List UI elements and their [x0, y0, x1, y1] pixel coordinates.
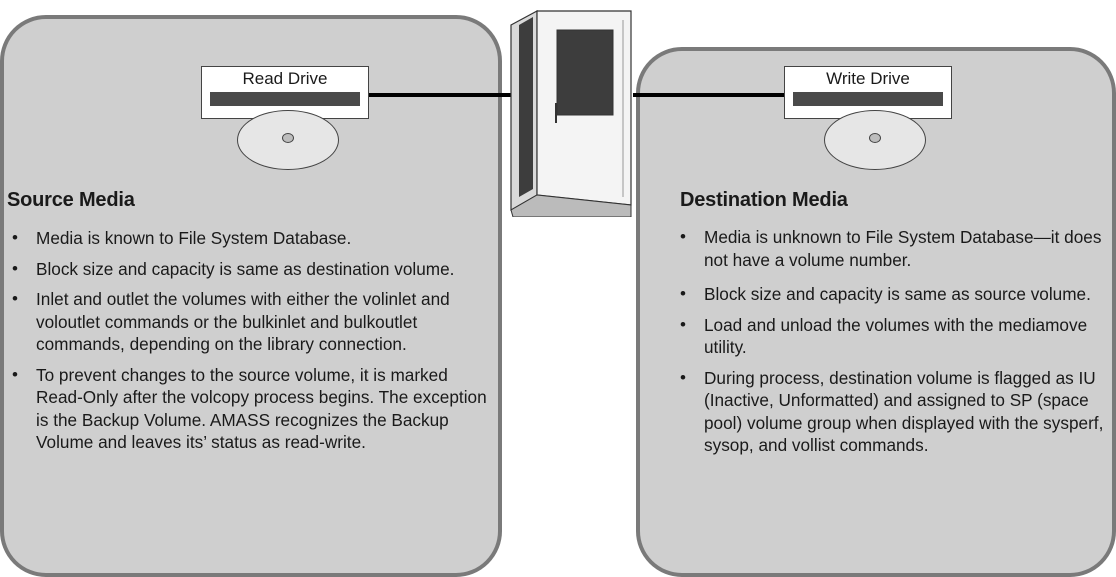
list-item: Block size and capacity is same as sourc…	[676, 283, 1116, 306]
optical-disc-icon	[824, 110, 926, 170]
disc-hub	[282, 133, 294, 143]
write-drive-slot	[793, 92, 943, 106]
read-drive-slot	[210, 92, 360, 106]
list-item: To prevent changes to the source volume,…	[8, 364, 498, 454]
destination-media-heading: Destination Media	[680, 189, 848, 211]
source-media-bullet-list: Media is known to File System Database. …	[8, 227, 498, 462]
list-item: Media is known to File System Database.	[8, 227, 498, 250]
optical-disc-icon	[237, 110, 339, 170]
server-tower-icon	[510, 9, 632, 217]
write-drive-cable	[633, 93, 784, 97]
destination-media-bullet-list: Media is unknown to File System Database…	[676, 226, 1116, 465]
list-item: Media is unknown to File System Database…	[676, 226, 1116, 271]
source-media-heading: Source Media	[7, 189, 135, 211]
list-item: During process, destination volume is fl…	[676, 367, 1116, 457]
read-drive-label: Read Drive	[242, 69, 328, 88]
list-item: Inlet and outlet the volumes with either…	[8, 288, 498, 356]
write-drive-label: Write Drive	[826, 69, 910, 88]
list-item: Load and unload the volumes with the med…	[676, 314, 1116, 359]
disc-hub	[869, 133, 881, 143]
list-item: Block size and capacity is same as desti…	[8, 258, 498, 281]
read-drive-cable	[369, 93, 515, 97]
